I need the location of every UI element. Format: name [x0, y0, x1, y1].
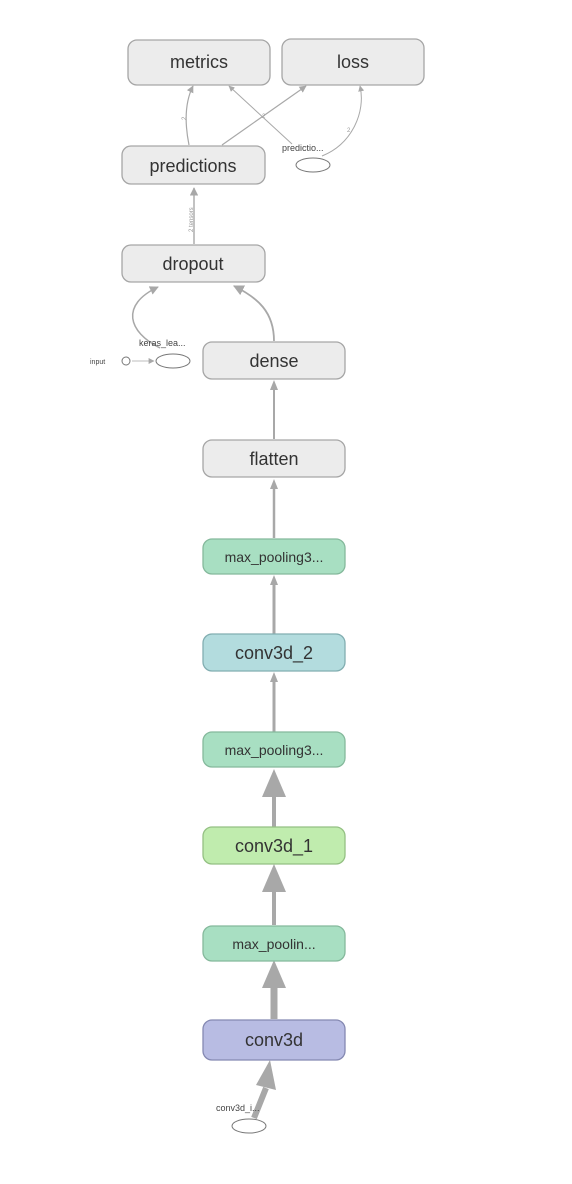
node-box: [202, 826, 346, 865]
node-box: [121, 145, 266, 185]
node-label: conv3d: [245, 1030, 303, 1050]
node-label: dense: [249, 351, 298, 371]
node-conv3d-1[interactable]: conv3d_1: [202, 826, 346, 865]
aux-node-ellipse: [155, 353, 191, 369]
aux-node-label: predictio...: [282, 143, 324, 153]
aux-node-keras-learning-phase[interactable]: keras_lea...: [139, 338, 191, 369]
node-max-pooling3d-2[interactable]: max_pooling3...: [202, 538, 346, 575]
node-label: max_poolin...: [232, 936, 315, 952]
edge-tag-to-loss: 2: [347, 128, 351, 134]
edge-tag-to-metrics: 2: [182, 116, 188, 120]
node-box: [121, 244, 266, 283]
edge-predictions-to-metrics: [185, 85, 194, 146]
edge-arrowhead: [270, 380, 278, 390]
edge-dense-to-dropout: [233, 285, 275, 342]
edge-arrowhead: [270, 672, 278, 682]
node-label: max_pooling3...: [225, 549, 324, 565]
node-box: [202, 633, 346, 672]
edge-arrowhead: [256, 1060, 276, 1090]
node-box: [202, 925, 346, 962]
edge-arrowhead: [262, 960, 286, 988]
aux-node-input[interactable]: input: [90, 356, 131, 366]
aux-node-predictions-target[interactable]: predictio...: [282, 143, 331, 173]
edge-tag-from-target: 2: [262, 114, 266, 120]
edge-input-to-conv3d: [251, 1086, 269, 1120]
node-box: [202, 341, 346, 380]
edge-target-to-metrics: [228, 85, 293, 145]
edge-arrowhead: [270, 479, 278, 489]
edges: [131, 85, 365, 1120]
node-loss[interactable]: loss: [281, 38, 425, 86]
aux-node-ellipse: [231, 1118, 267, 1134]
node-box: [202, 731, 346, 768]
aux-nodes: predictio... keras_lea... input conv3d_i…: [90, 143, 331, 1134]
nodes: metrics loss predictions dropout dense f…: [121, 38, 425, 1061]
edge-learning-phase-to-dropout: [131, 286, 161, 349]
edge-tags: 2 2 2 tensors 2: [182, 114, 351, 232]
edge-tag-to-predictions: 2 tensors: [189, 207, 195, 232]
edge-arrowhead: [262, 769, 286, 797]
edge-arrowhead: [262, 864, 286, 892]
node-flatten[interactable]: flatten: [202, 439, 346, 478]
aux-node-ellipse: [295, 157, 331, 173]
node-label: metrics: [170, 52, 228, 72]
node-box: [202, 1019, 346, 1061]
node-max-pooling3d[interactable]: max_poolin...: [202, 925, 346, 962]
node-dense[interactable]: dense: [202, 341, 346, 380]
node-label: conv3d_2: [235, 643, 313, 664]
node-label: conv3d_1: [235, 836, 313, 857]
node-box: [202, 439, 346, 478]
aux-node-label: keras_lea...: [139, 338, 186, 348]
node-label: max_pooling3...: [225, 742, 324, 758]
node-metrics[interactable]: metrics: [127, 39, 271, 86]
node-predictions[interactable]: predictions: [121, 145, 266, 185]
edge-predictions-to-loss: [221, 85, 307, 146]
input-circle: [121, 356, 131, 366]
aux-node-label: conv3d_i...: [216, 1103, 260, 1113]
aux-node-conv3d-input[interactable]: conv3d_i...: [216, 1103, 267, 1134]
node-conv3d[interactable]: conv3d: [202, 1019, 346, 1061]
node-box: [281, 38, 425, 86]
node-box: [202, 538, 346, 575]
node-label: flatten: [249, 449, 298, 469]
node-label: predictions: [149, 156, 236, 176]
edge-target-to-loss: [321, 85, 365, 157]
node-conv3d-2[interactable]: conv3d_2: [202, 633, 346, 672]
input-label: input: [90, 359, 105, 366]
node-box: [127, 39, 271, 86]
node-label: loss: [337, 52, 369, 72]
node-dropout[interactable]: dropout: [121, 244, 266, 283]
node-max-pooling3d-1[interactable]: max_pooling3...: [202, 731, 346, 768]
node-label: dropout: [162, 254, 223, 274]
edge-arrowhead: [270, 575, 278, 585]
